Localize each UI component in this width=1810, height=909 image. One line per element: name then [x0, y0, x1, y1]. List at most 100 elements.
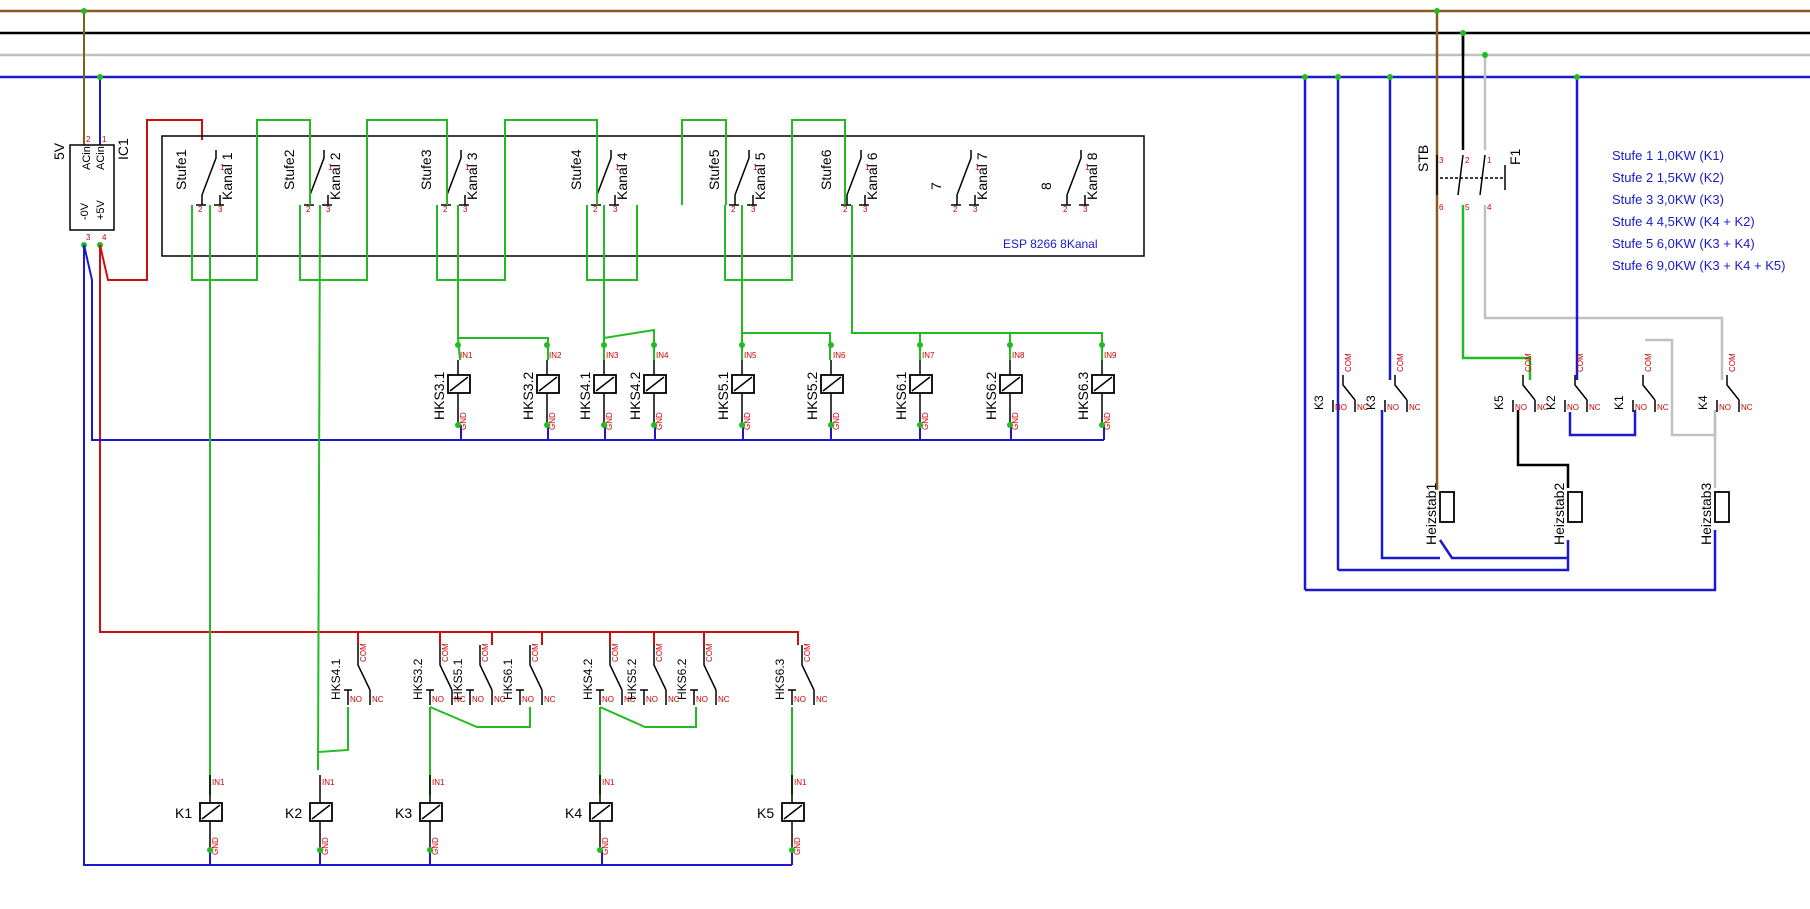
right-contact-label: K4 — [1696, 395, 1710, 410]
channel-pin-2: 2 — [1063, 205, 1068, 214]
hks-coil-label: HKS5.2 — [804, 372, 820, 420]
hks-contact-label: HKS6.1 — [501, 658, 515, 700]
hks-in-pin: IN8 — [1012, 351, 1025, 360]
heater-label: Heizstab3 — [1698, 483, 1714, 545]
hks-gnd-pin: GND — [548, 412, 557, 430]
channel-pin-1: 1 — [753, 163, 758, 172]
right-contact-label: K2 — [1544, 395, 1558, 410]
no-pin: NO — [1335, 403, 1347, 412]
right-contact-label: K1 — [1612, 395, 1626, 410]
hks-in-pin: IN3 — [606, 351, 619, 360]
stb-pin-4: 4 — [1487, 203, 1492, 212]
hks-gnd-pin: GND — [832, 412, 841, 430]
relay-contact-symbol — [196, 150, 224, 206]
blue-gnd-wiring — [83, 244, 1105, 866]
hks-in-pin: IN5 — [744, 351, 757, 360]
psu-pin-3: 3 — [86, 233, 91, 242]
no-pin: NO — [522, 695, 534, 704]
channel-pin-2: 2 — [953, 205, 958, 214]
nc-pin: NC — [816, 695, 828, 704]
k-in-pin: IN1 — [602, 778, 615, 787]
heater-Heizstab2: Heizstab2 — [1551, 483, 1583, 545]
channel-kanal-label: Kanal 1 — [219, 152, 235, 200]
channel-pin-1: 1 — [465, 163, 470, 172]
legend-item: Stufe 2 1,5KW (K2) — [1612, 170, 1724, 185]
legend-item: Stufe 5 6,0KW (K3 + K4) — [1612, 236, 1755, 251]
channel-pin-3: 3 — [863, 205, 868, 214]
psu-minus0v: -0V — [79, 202, 91, 220]
psu-plus5v: +5V — [95, 199, 107, 220]
legend-item: Stufe 3 3,0KW (K3) — [1612, 192, 1724, 207]
psu-ic-label: IC1 — [115, 138, 131, 160]
channel-pin-3: 3 — [613, 205, 618, 214]
heater-label: Heizstab1 — [1423, 483, 1439, 545]
hks-coil-label: HKS6.3 — [1075, 372, 1091, 420]
com-pin: COM — [655, 643, 664, 662]
hks-gnd-pin: GND — [655, 412, 664, 430]
stb-label: STB — [1415, 145, 1431, 172]
stb-pin-6: 6 — [1439, 203, 1444, 212]
stage-legend: Stufe 1 1,0KW (K1)Stufe 2 1,5KW (K2)Stuf… — [1612, 148, 1785, 273]
stb-f1-switch: STB F1 3 2 1 6 5 4 — [1415, 145, 1523, 212]
nc-pin: NC — [1357, 403, 1369, 412]
hks-gnd-pin: GND — [1103, 412, 1112, 430]
relay-contact-symbol — [841, 150, 869, 206]
f1-label: F1 — [1507, 148, 1523, 165]
nc-pin: NC — [1537, 403, 1549, 412]
stb-pin-1: 1 — [1487, 156, 1492, 165]
channel-kanal-label: Kanal 3 — [464, 152, 480, 200]
esp8266-board: ESP 8266 8Kanal — [161, 135, 1145, 257]
no-pin: NO — [696, 695, 708, 704]
bus-lines — [0, 9, 1810, 79]
no-pin: NO — [1635, 403, 1647, 412]
com-pin: COM — [1524, 353, 1533, 372]
psu-acin2: ACin — [95, 146, 107, 170]
hks-in-pin: IN2 — [549, 351, 562, 360]
nc-pin: NC — [718, 695, 730, 704]
channel-pin-1: 1 — [220, 163, 225, 172]
com-pin: COM — [481, 643, 490, 662]
heater-label: Heizstab2 — [1551, 483, 1567, 545]
hks-contact-label: HKS4.1 — [329, 658, 343, 700]
k-gnd-pin: GND — [211, 837, 220, 855]
channel-kanal-label: Kanal 8 — [1084, 152, 1100, 200]
channel-pin-3: 3 — [751, 205, 756, 214]
channel-pin-2: 2 — [843, 205, 848, 214]
com-pin: COM — [611, 643, 620, 662]
hks-contact-label: HKS5.2 — [625, 658, 639, 700]
channel-stufe-label: Stufe3 — [418, 149, 434, 190]
nc-pin: NC — [544, 695, 556, 704]
nc-pin: NC — [372, 695, 384, 704]
no-pin: NO — [794, 695, 806, 704]
hks-coil-row: HKS3.1IN1GNDHKS3.2IN2GNDHKS4.1IN3GNDHKS4… — [431, 342, 1117, 430]
channel-pin-2: 2 — [443, 205, 448, 214]
com-pin: COM — [1644, 353, 1653, 372]
hks-in-pin: IN1 — [460, 351, 473, 360]
no-pin: NO — [1515, 403, 1527, 412]
psu-5v-label: 5V — [51, 142, 67, 160]
hks-coil-label: HKS6.2 — [983, 372, 999, 420]
